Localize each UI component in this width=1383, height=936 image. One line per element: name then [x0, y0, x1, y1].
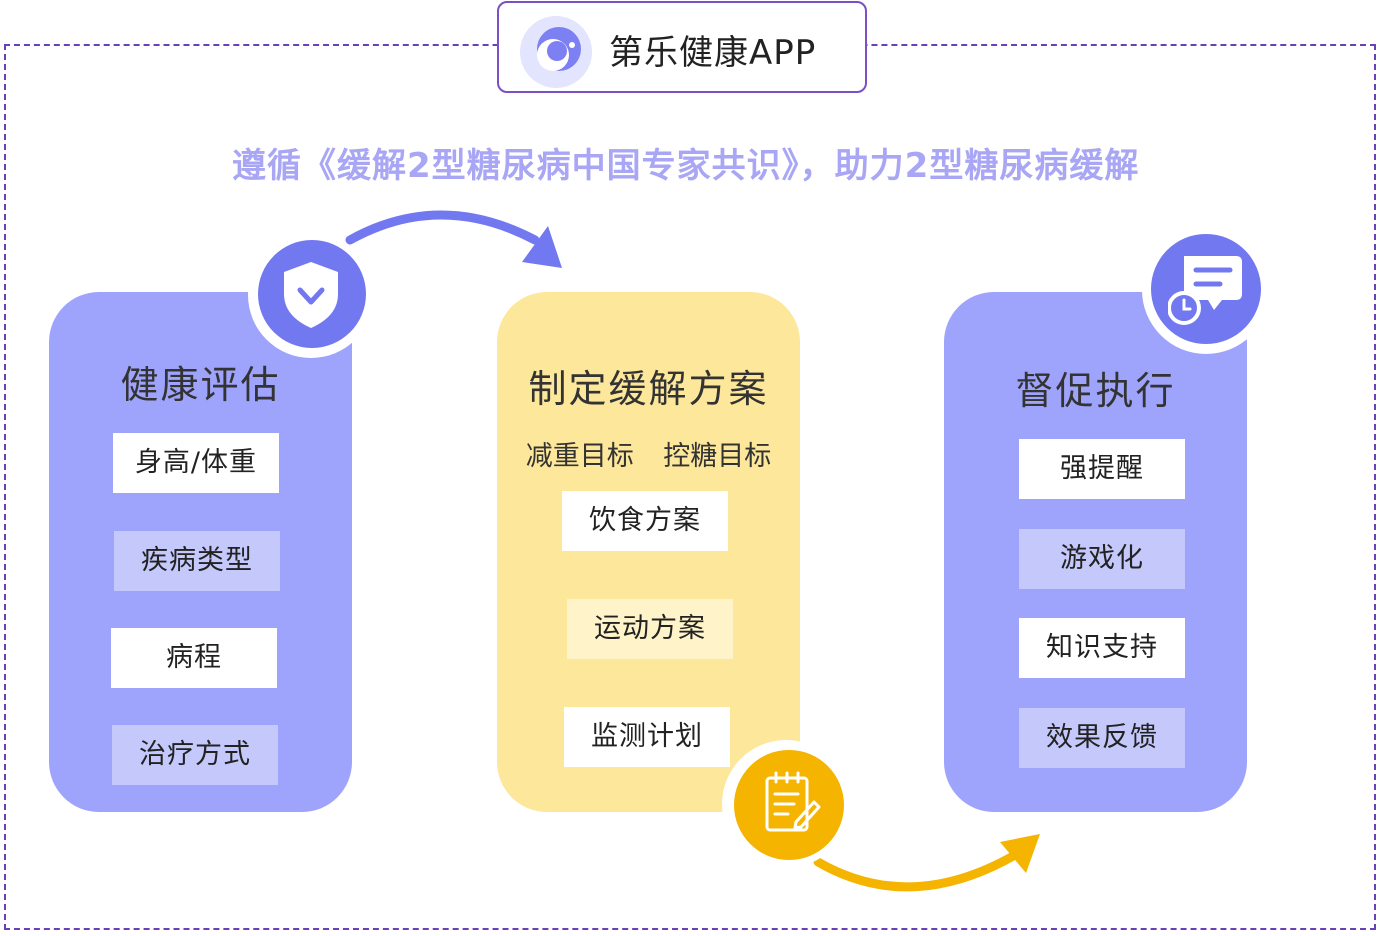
execution-item-feedback: 效果反馈: [1019, 708, 1185, 768]
panel-health-assessment: 健康评估 身高/体重 疾病类型 病程 治疗方式: [49, 292, 352, 812]
subtitle: 遵循《缓解2型糖尿病中国专家共识》，助力2型糖尿病缓解: [232, 146, 1140, 186]
assessment-item-course: 病程: [111, 628, 277, 688]
execution-item-reminder: 强提醒: [1019, 439, 1185, 499]
notepad-badge: [722, 740, 850, 868]
arrow-plan-to-execution: [813, 850, 1020, 892]
panel-title-execution: 督促执行: [1015, 369, 1176, 413]
goal-weight-loss: 减重目标: [525, 441, 634, 472]
assessment-item-disease-type: 疾病类型: [114, 531, 280, 591]
assessment-item-height-weight: 身高/体重: [113, 433, 279, 493]
chat-clock-badge: [1142, 226, 1270, 354]
notepad-pen-icon: [765, 771, 821, 832]
app-badge: 第乐健康APP: [497, 1, 867, 93]
arrow-head-gold: [1000, 834, 1040, 873]
shield-badge: [248, 232, 374, 358]
app-title: 第乐健康APP: [609, 33, 817, 73]
plan-goals: 减重目标 控糖目标: [497, 434, 800, 473]
execution-item-gamification: 游戏化: [1019, 529, 1185, 589]
panel-execution: 督促执行 强提醒 游戏化 知识支持 效果反馈: [944, 292, 1247, 812]
arrow-assessment-to-plan: [345, 210, 540, 245]
chat-clock-icon: [1168, 256, 1242, 325]
panel-remission-plan: 制定缓解方案 减重目标 控糖目标 饮食方案 运动方案 监测计划: [497, 292, 800, 812]
goal-glucose-control: 控糖目标: [663, 441, 772, 472]
shield-check-icon: [284, 262, 338, 328]
app-logo-icon: [520, 16, 592, 88]
assessment-item-treatment: 治疗方式: [112, 725, 278, 785]
plan-item-monitoring: 监测计划: [564, 707, 730, 767]
execution-item-knowledge: 知识支持: [1019, 618, 1185, 678]
panel-title-plan: 制定缓解方案: [528, 367, 769, 411]
arrow-head-purple: [522, 226, 562, 268]
plan-item-exercise: 运动方案: [567, 599, 733, 659]
plan-item-diet: 饮食方案: [562, 491, 728, 551]
panel-title-assessment: 健康评估: [120, 363, 281, 407]
